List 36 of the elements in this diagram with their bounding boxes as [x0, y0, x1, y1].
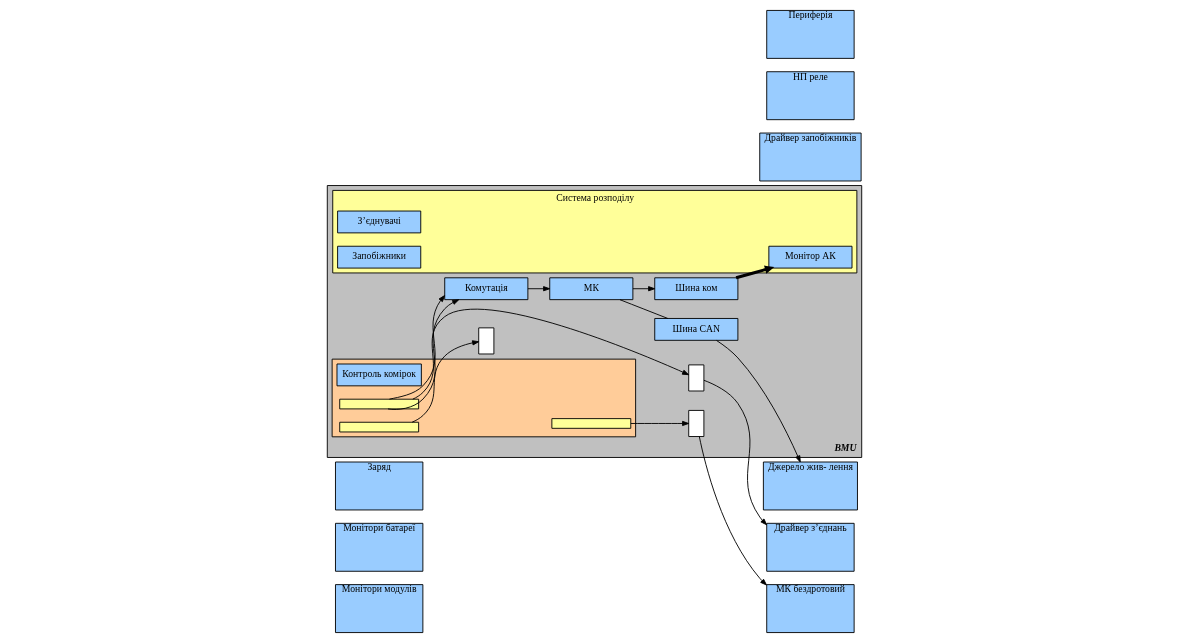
node-box: Контроль комірок: [336, 363, 422, 387]
node-box: Драйвер запобіжників: [759, 132, 862, 182]
node-box: [688, 364, 705, 392]
node-box: Запобіжники: [337, 245, 422, 269]
node-box: [688, 409, 705, 437]
connector: [619, 299, 669, 319]
node-box: Шина ком: [654, 277, 739, 301]
arrow: [411, 340, 480, 423]
node-box: Шина CAN: [654, 318, 739, 341]
node-box: Монітор АК: [768, 245, 853, 269]
arrow: [698, 436, 767, 586]
node-bar: [339, 398, 420, 410]
node-box: Монітори модулів: [335, 584, 424, 634]
arrow: [527, 286, 551, 292]
arrow: [735, 265, 775, 280]
arrow: [630, 420, 690, 427]
node-box: [478, 327, 495, 355]
node-box: З’єднувачі: [337, 210, 422, 234]
node-bar: [339, 421, 420, 433]
arrow: [387, 299, 460, 410]
node-box: Периферія: [766, 9, 855, 59]
node-box: Джерело жив- лення: [762, 461, 858, 511]
node-box: Драйвер з’єднань: [766, 522, 855, 572]
arrow: [632, 286, 656, 292]
node-box: МК бездротовий: [766, 584, 855, 634]
arrow: [388, 295, 446, 400]
node-box: НП реле: [766, 71, 855, 121]
arrow: [703, 379, 768, 526]
node-box: Заряд: [335, 461, 424, 511]
node-box: Монітори батареї: [335, 522, 424, 572]
arrow: [716, 339, 801, 463]
arrow: [412, 308, 690, 400]
node-box: МК: [549, 277, 634, 301]
node-bar: [551, 418, 632, 429]
cluster: [331, 358, 637, 438]
node-box: Комутація: [444, 277, 529, 301]
